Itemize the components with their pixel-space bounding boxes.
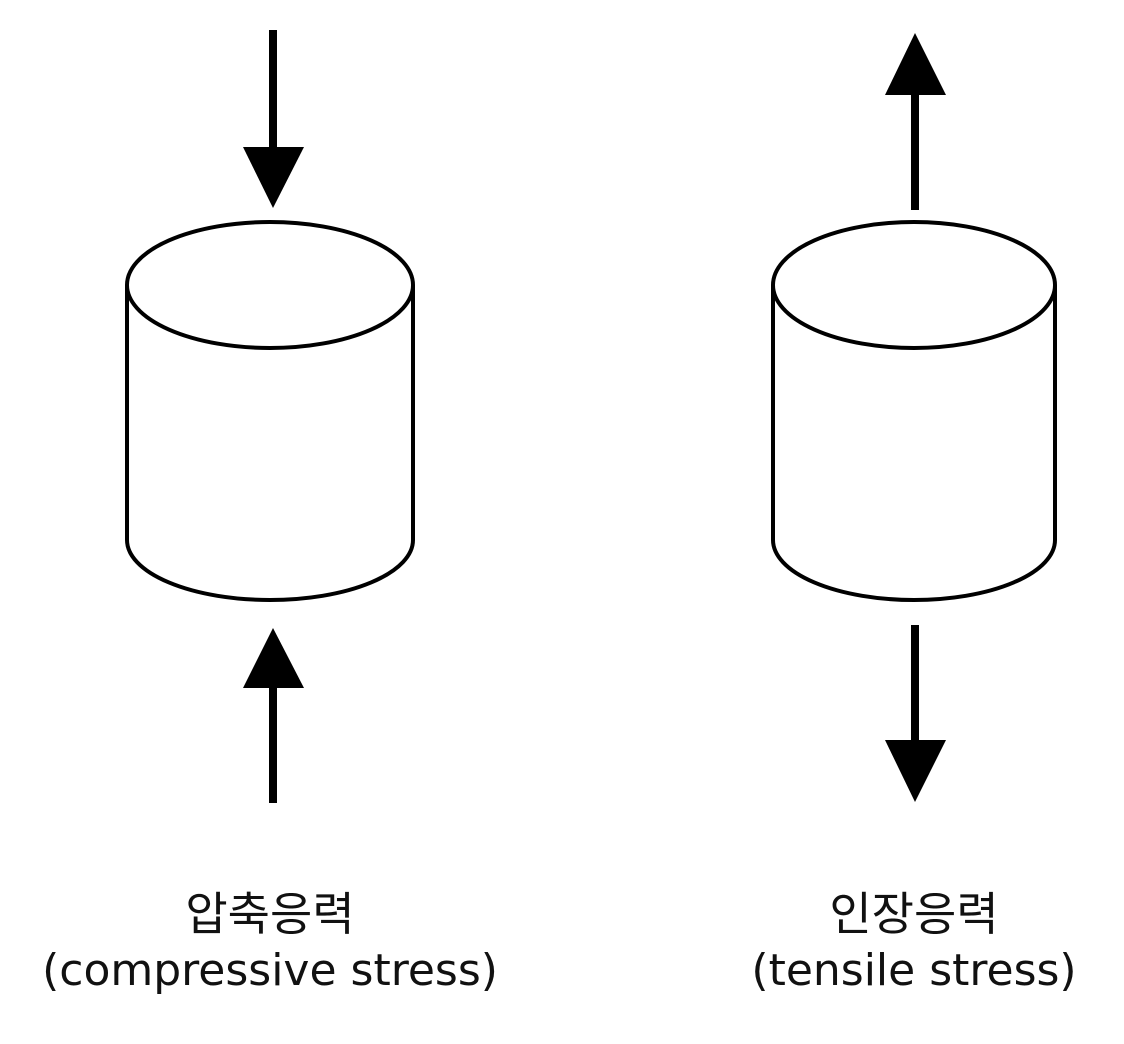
- tensile-top-arrow: [885, 33, 946, 210]
- compressive-cylinder: [125, 220, 415, 602]
- tensile-english-label: (tensile stress): [751, 945, 1077, 996]
- tensile-bottom-arrow: [885, 625, 946, 802]
- compressive-top-arrow: [243, 30, 304, 208]
- tensile-korean-label: 인장응력: [829, 887, 999, 941]
- compressive-bottom-arrow: [243, 628, 304, 803]
- tensile-cylinder: [771, 220, 1057, 602]
- compressive-english-label: (compressive stress): [42, 945, 498, 996]
- compressive-korean-label: 압축응력: [185, 887, 355, 941]
